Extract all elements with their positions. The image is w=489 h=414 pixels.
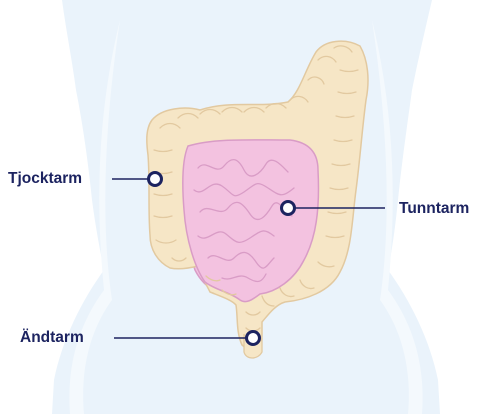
marker-rectum[interactable] [247,332,260,345]
label-rectum: Ändtarm [20,330,84,346]
marker-small-intestine[interactable] [282,202,295,215]
label-small-intestine: Tunntarm [399,201,469,217]
marker-colon[interactable] [149,173,162,186]
label-colon: Tjocktarm [8,171,82,187]
